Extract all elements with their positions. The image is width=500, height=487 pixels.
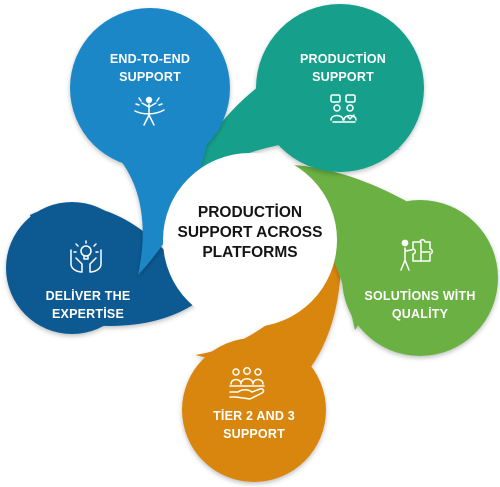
center-title-line-3: PLATFORMS bbox=[202, 244, 297, 261]
petal-label-end-to-end-line-1: END-TO-END bbox=[110, 52, 190, 66]
petal-label-solutions-line-1: SOLUTİONS WİTH bbox=[364, 288, 475, 303]
center-title-line-1: PRODUCTİON bbox=[198, 204, 302, 221]
petal-label-production-line-1: PRODUCTİON bbox=[300, 51, 386, 66]
center-title-line-2: SUPPORT ACROSS bbox=[178, 224, 323, 241]
petal-label-tier-line-2: SUPPORT bbox=[223, 427, 285, 441]
petal-label-end-to-end-line-2: SUPPORT bbox=[119, 70, 181, 84]
runner-finish-line-icon bbox=[134, 96, 165, 126]
hands-idea-icon bbox=[70, 240, 102, 273]
team-support-icon bbox=[330, 94, 357, 123]
petal-end-to-end bbox=[70, 8, 230, 275]
petal-label-deliver-line-2: EXPERTİSE bbox=[52, 306, 124, 321]
petal-label-solutions-line-2: QUALİTY bbox=[392, 306, 449, 321]
puzzle-person-icon bbox=[400, 239, 433, 271]
petal-tier-support bbox=[182, 225, 341, 482]
team-on-hand-icon bbox=[229, 367, 265, 400]
center-disc bbox=[163, 153, 337, 327]
petal-label-deliver-line-1: DELİVER THE bbox=[46, 288, 131, 303]
petal-label-tier-line-1: TİER 2 AND 3 bbox=[213, 408, 295, 423]
petal-label-production-line-2: SUPPORT bbox=[312, 70, 374, 84]
